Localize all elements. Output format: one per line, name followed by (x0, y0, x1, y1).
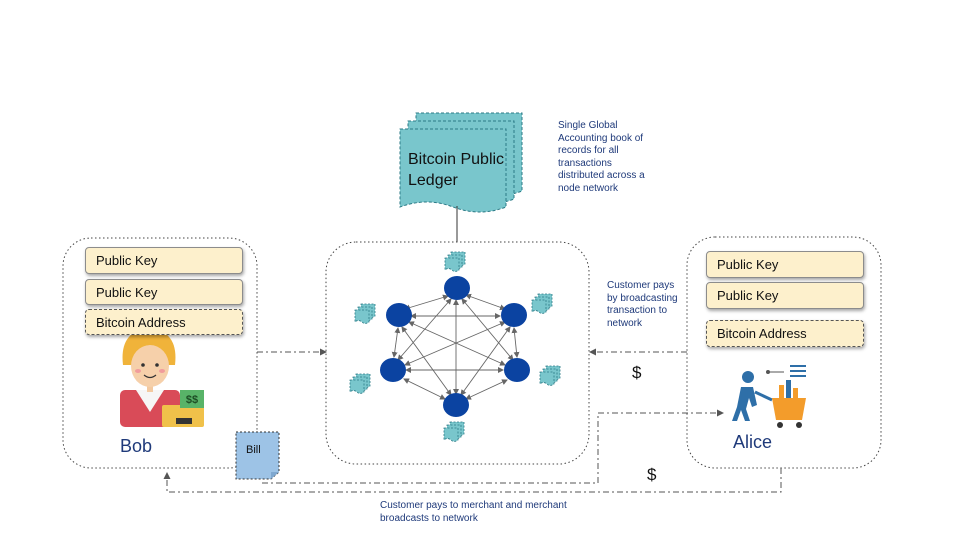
bill-label: Bill (246, 444, 261, 456)
bob-container (62, 237, 258, 469)
alice-public-key-2: Public Key (706, 282, 864, 309)
node (380, 358, 406, 382)
customer-broadcast-note: Customer pays by broadcasting transactio… (607, 280, 678, 329)
alice-container (686, 236, 882, 469)
node (443, 393, 469, 417)
bob-bitcoin-address: Bitcoin Address (85, 309, 243, 335)
bob-public-key-2: Public Key (85, 279, 243, 305)
node (386, 303, 412, 327)
register-dollar-text: $$ (186, 394, 198, 406)
alice-public-key-1: Public Key (706, 251, 864, 278)
node (504, 358, 530, 382)
alice-to-bob-arrow (163, 468, 782, 493)
ledger-title: Bitcoin Public Ledger (408, 151, 505, 189)
bob-public-key-1: Public Key (85, 247, 243, 274)
bill-to-alice-arrow (262, 409, 724, 484)
ledger-document-stack (399, 112, 523, 213)
network-nodes (380, 276, 530, 417)
merchant-broadcast-note: Customer pays to merchant and merchant b… (380, 500, 567, 524)
bob-merchant-icon: $$ (120, 328, 204, 427)
bill-document (235, 431, 280, 480)
alice-name: Alice (733, 432, 773, 452)
alice-shopper-icon (732, 365, 806, 428)
node (444, 276, 470, 300)
ledger-description: Single Global Accounting book of records… (558, 120, 645, 194)
payment-dollar-top: $ (632, 363, 642, 382)
mesh-edges (391, 293, 520, 400)
bob-name: Bob (120, 436, 153, 456)
node (501, 303, 527, 327)
alice-bitcoin-address: Bitcoin Address (706, 320, 864, 347)
payment-dollar-bottom: $ (647, 465, 657, 484)
